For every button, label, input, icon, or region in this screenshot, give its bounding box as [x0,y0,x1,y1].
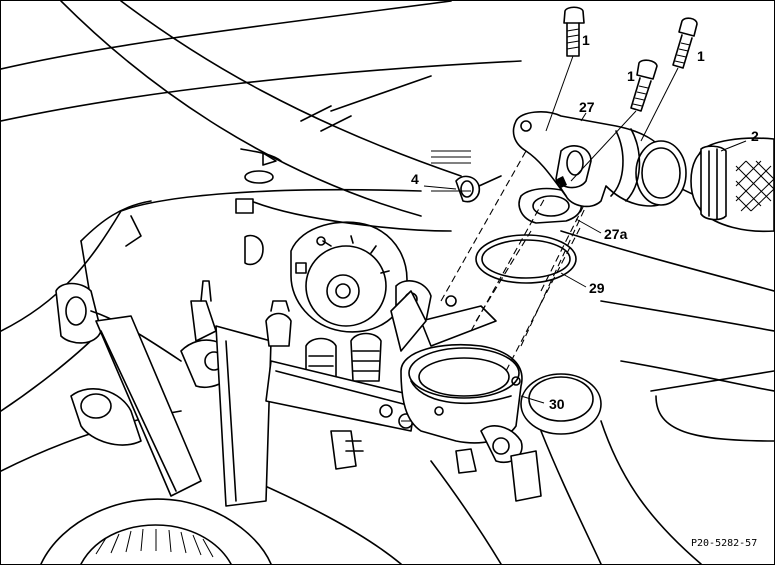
bolt-left [545,6,585,132]
bolt-right [640,17,698,142]
leader-lines [423,112,747,404]
coolant-hose [690,137,774,233]
callout-1-right: 1 [697,48,705,64]
alignment-lines [440,150,602,372]
hose-clamp [431,175,502,203]
bolt-middle [570,59,658,182]
callout-27: 27 [579,99,595,115]
callout-30: 30 [549,396,565,412]
thermostat-housing [400,187,602,502]
injection-assembly [265,290,497,470]
callout-1-middle: 1 [627,68,635,84]
callout-27a: 27a [604,226,628,242]
hose-crosshatch [735,160,774,212]
left-assembly [40,280,272,564]
callout-29: 29 [589,280,605,296]
figure-code: P20-5282-57 [691,538,757,549]
callout-2: 2 [751,128,759,144]
coolant-elbow [512,111,687,208]
callout-4: 4 [411,171,419,187]
callout-1-left: 1 [582,32,590,48]
pulley-ribs [95,528,214,558]
